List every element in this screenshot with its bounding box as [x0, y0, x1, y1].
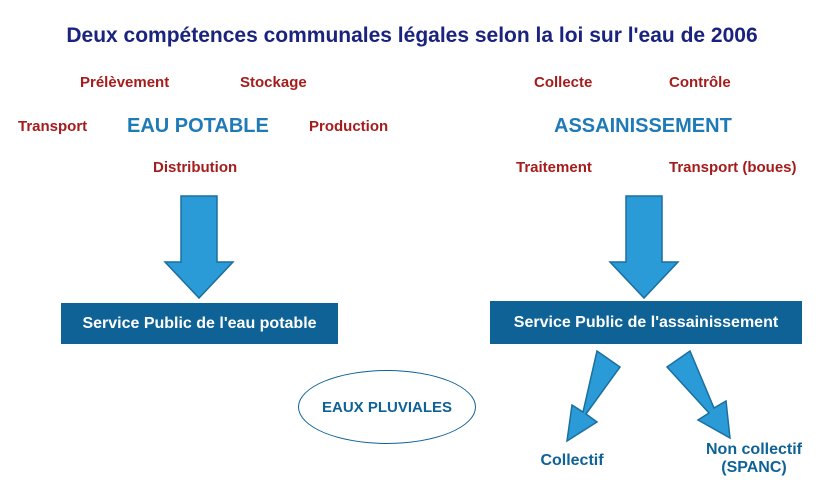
task-transport: Transport [18, 118, 88, 135]
task-traitement: Traitement [516, 159, 592, 176]
task-production: Production [309, 118, 389, 135]
output-non-collectif: Non collectif (SPANC) [684, 441, 824, 477]
service-eau-potable-box: Service Public de l'eau potable [61, 303, 338, 344]
task-distribution: Distribution [153, 159, 238, 176]
output-non-collectif-line1: Non collectif [705, 441, 802, 458]
service-assainissement-box: Service Public de l'assainissement [490, 301, 802, 344]
diagram-title: Deux compétences communales légales selo… [66, 24, 758, 47]
arrow-to-non-collectif-icon [665, 349, 731, 440]
task-controle: Contrôle [669, 74, 731, 91]
arrow-to-collectif-icon [566, 349, 622, 443]
output-non-collectif-line2: (SPANC) [721, 459, 787, 476]
arrow-down-eau-potable-icon [163, 195, 235, 300]
eaux-pluviales-ellipse: EAUX PLUVIALES [298, 370, 476, 444]
task-prelevement: Prélèvement [80, 74, 170, 91]
domain-assainissement: ASSAINISSEMENT [554, 115, 732, 137]
task-stockage: Stockage [240, 74, 307, 91]
arrow-down-assainissement-icon [608, 195, 680, 300]
domain-eau-potable: EAU POTABLE [127, 115, 269, 137]
task-collecte: Collecte [534, 74, 593, 91]
output-collectif: Collectif [540, 452, 604, 469]
task-transport-boues: Transport (boues) [669, 159, 797, 176]
